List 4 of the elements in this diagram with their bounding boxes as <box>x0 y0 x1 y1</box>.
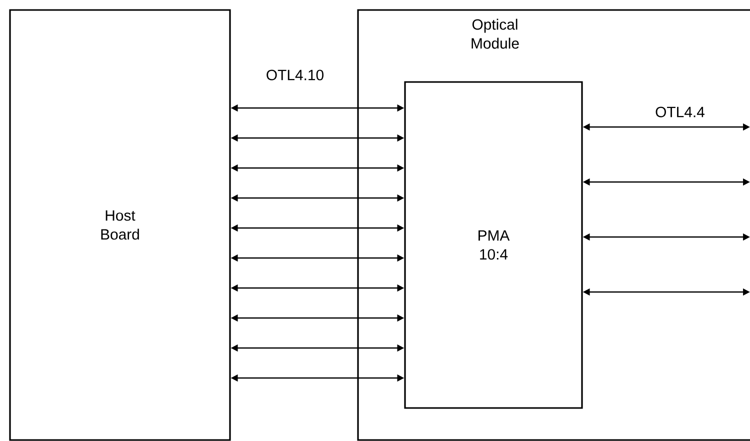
pma-box: PMA 10:4 <box>404 81 583 409</box>
signal-label: OTL4.10 <box>264 68 326 82</box>
host-board-box: Host Board <box>9 9 231 441</box>
signal-label: OTL4.4 <box>654 106 706 118</box>
